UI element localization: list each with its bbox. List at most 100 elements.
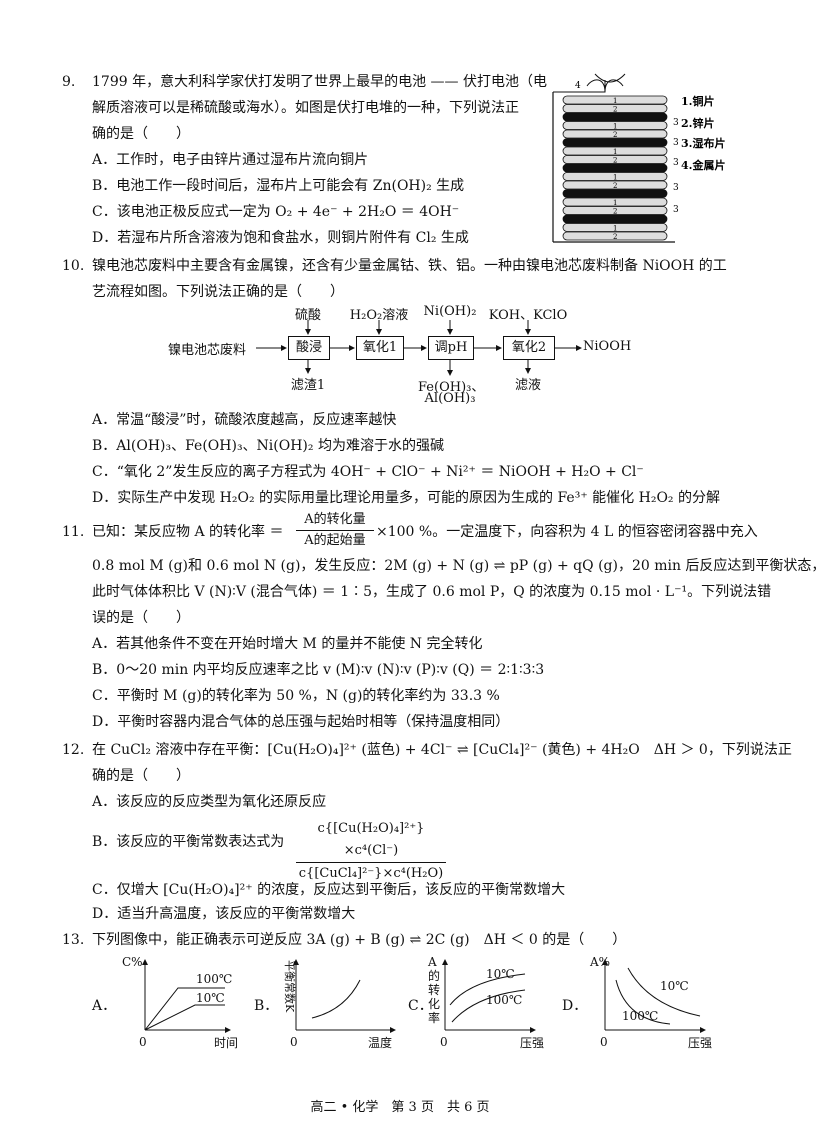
pile-disc xyxy=(562,180,668,190)
flow-output-filtrate: 滤液 xyxy=(514,378,541,393)
flow-output-residue: 滤渣1 xyxy=(290,378,326,393)
q13-option-b-label: B． xyxy=(254,998,279,1014)
q12-number: 12. xyxy=(62,742,85,758)
pile-disc xyxy=(562,172,668,181)
q13-graphs: C% 0 时间 100℃ 10℃ 平衡常数K 0 温度 0 压强 10℃ 100… xyxy=(122,955,712,1050)
pile-disc-number: 2 xyxy=(613,106,617,114)
q11-option-a: A．若其他条件不变在开始时增大 M 的量并不能使 N 完全转化 xyxy=(92,636,483,652)
q11-stem-line1b: ×100 %。一定温度下，向容积为 4 L 的恒容密闭容器中充入 xyxy=(376,524,758,540)
flow-box-oxidation1: 氧化1 xyxy=(356,336,404,360)
pile-disc xyxy=(562,206,668,215)
q10-stem-line1: 镍电池芯废料中主要含有金属镍，还含有少量金属钴、铁、铝。一种由镍电池芯废料制备 … xyxy=(92,258,727,274)
flow-box-oxidation2: 氧化2 xyxy=(503,336,555,360)
svg-text:C%: C% xyxy=(122,955,143,969)
pile-disc xyxy=(562,129,668,139)
q10-number: 10. xyxy=(62,258,85,274)
svg-text:0: 0 xyxy=(290,1035,298,1049)
q9-stem-line3: 确的是（ ） xyxy=(92,126,190,142)
pile-disc xyxy=(562,155,668,164)
pile-disc-number: 1 xyxy=(613,174,617,182)
pile-disc xyxy=(562,231,668,241)
pile-disc xyxy=(562,197,668,207)
pile-disc xyxy=(562,146,668,156)
svg-text:4.金属片: 4.金属片 xyxy=(681,158,725,172)
q12-option-d: D．适当升高温度，该反应的平衡常数增大 xyxy=(92,906,356,922)
pile-disc-number: 1 xyxy=(613,123,617,131)
pile-disc xyxy=(562,163,668,173)
q9-option-c: C．该电池正极反应式一定为 O₂ + 4e⁻ + 2H₂O ＝ 4OH⁻ xyxy=(92,204,460,220)
q11-number: 11. xyxy=(62,524,85,540)
svg-text:3: 3 xyxy=(673,118,679,128)
pile-disc xyxy=(562,112,668,122)
q13-option-c-label: C． xyxy=(408,998,433,1014)
q11-stem-line3: 此时气体体积比 V (N)∶V (混合气体) ＝ 1∶5，生成了 0.6 mol… xyxy=(92,584,772,600)
pile-disc-number: 1 xyxy=(613,199,617,207)
q12-stem-line2: 确的是（ ） xyxy=(92,768,190,784)
q11-stem-line2: 0.8 mol M (g)和 0.6 mol N (g)，发生反应：2M (g)… xyxy=(92,558,825,574)
svg-text:10℃: 10℃ xyxy=(660,979,689,993)
q9-stem-line2: 解质溶液可以是稀硫酸或海水）。如图是伏打电堆的一种，下列说法正 xyxy=(92,100,519,116)
flow-input-koh-kclo: KOH、KClO xyxy=(488,308,568,323)
pile-disc xyxy=(562,121,668,130)
q11-stem-line1a: 已知：某反应物 A 的转化率 ＝ xyxy=(92,524,284,540)
svg-text:4: 4 xyxy=(575,81,581,91)
q10-option-c: C．“氧化 2”发生反应的离子方程式为 4OH⁻ + ClO⁻ + Ni²⁺ ＝… xyxy=(92,464,644,480)
q11-fraction-numerator: A的转化量 xyxy=(296,510,374,531)
q13-option-d-label: D． xyxy=(562,998,588,1014)
q13-number: 13. xyxy=(62,932,85,948)
q13-stem: 下列图像中，能正确表示可逆反应 3A (g) + B (g) ⇌ 2C (g) … xyxy=(92,932,627,948)
q9-option-a: A．工作时，电子由锌片通过湿布片流向铜片 xyxy=(92,152,369,168)
q9-stem-line1: 1799 年，意大利科学家伏打发明了世界上最早的电池 —— 伏打电池（电 xyxy=(92,74,547,90)
svg-text:2.锌片: 2.锌片 xyxy=(681,116,714,130)
q12-option-b: B．该反应的平衡常数表达式为 xyxy=(92,834,285,850)
svg-text:1.铜片: 1.铜片 xyxy=(681,94,714,108)
svg-text:100℃: 100℃ xyxy=(486,993,522,1007)
flow-arrows xyxy=(256,320,582,376)
svg-text:温度: 温度 xyxy=(368,1035,392,1050)
svg-text:0: 0 xyxy=(139,1035,147,1049)
q11-fraction-denominator: A的起始量 xyxy=(304,533,366,548)
pile-disc xyxy=(562,138,668,147)
svg-text:A%: A% xyxy=(589,955,610,969)
pile-disc-number: 2 xyxy=(613,131,617,139)
svg-text:时间: 时间 xyxy=(214,1036,238,1050)
flow-box-acid-leach: 酸浸 xyxy=(288,336,330,360)
pile-disc-number: 1 xyxy=(613,97,617,105)
q10-stem-line2: 艺流程如图。下列说法正确的是（ ） xyxy=(92,284,344,300)
pile-disc-number: 2 xyxy=(613,208,617,216)
svg-text:3: 3 xyxy=(673,183,679,193)
q12-fraction-denominator: c{[CuCl₄]²⁻}×c⁴(H₂O) xyxy=(298,866,444,881)
pile-disc-number: 2 xyxy=(613,182,617,190)
q11-option-d: D．平衡时容器内混合气体的总压强与起始时相等（保持温度相同） xyxy=(92,714,510,730)
flow-input-nioh2: Ni(OH)₂ xyxy=(423,304,477,319)
q9-number: 9. xyxy=(62,74,76,90)
pile-disc xyxy=(562,104,668,113)
svg-text:压强: 压强 xyxy=(520,1036,544,1050)
svg-text:100℃: 100℃ xyxy=(622,1009,658,1023)
q9-option-b: B．电池工作一段时间后，湿布片上可能会有 Zn(OH)₂ 生成 xyxy=(92,178,465,194)
page-footer: 高二 • 化学 第 3 页 共 6 页 xyxy=(310,1100,490,1115)
svg-text:10℃: 10℃ xyxy=(486,967,515,981)
q10-option-a: A．常温“酸浸”时，硫酸浓度越高，反应速率越快 xyxy=(92,412,397,428)
q11-option-c: C．平衡时 M (g)的转化率为 50 %，N (g)的转化率约为 33.3 % xyxy=(92,688,500,704)
svg-text:3: 3 xyxy=(673,205,679,215)
svg-text:10℃: 10℃ xyxy=(196,991,225,1005)
svg-text:3: 3 xyxy=(673,138,679,148)
svg-text:平衡常数K: 平衡常数K xyxy=(283,960,296,1013)
svg-text:0: 0 xyxy=(440,1035,448,1049)
flow-end: NiOOH xyxy=(583,339,632,354)
q13-option-a-label: A． xyxy=(92,998,117,1014)
flow-input-h2o2: H₂O₂溶液 xyxy=(349,308,409,323)
q12-fraction-numerator: c{[Cu(H₂O)₄]²⁺}×c⁴(Cl⁻) xyxy=(296,818,446,863)
q12-option-c: C．仅增大 [Cu(H₂O)₄]²⁺ 的浓度，反应达到平衡后，该反应的平衡常数增… xyxy=(92,882,566,898)
pile-disc-number: 1 xyxy=(613,225,617,233)
svg-text:0: 0 xyxy=(600,1035,608,1049)
q11-stem-line4: 误的是（ ） xyxy=(92,610,190,626)
svg-text:3.湿布片: 3.湿布片 xyxy=(681,136,725,150)
q12-stem-line1: 在 CuCl₂ 溶液中存在平衡：[Cu(H₂O)₄]²⁺ (蓝色) + 4Cl⁻… xyxy=(92,742,792,758)
flow-output-aloh3: Al(OH)₃ xyxy=(424,391,476,406)
pile-disc-number: 1 xyxy=(613,148,617,156)
q13-graph-c-ylabel: A的转化率 xyxy=(428,955,441,1025)
svg-text:3: 3 xyxy=(673,158,679,168)
